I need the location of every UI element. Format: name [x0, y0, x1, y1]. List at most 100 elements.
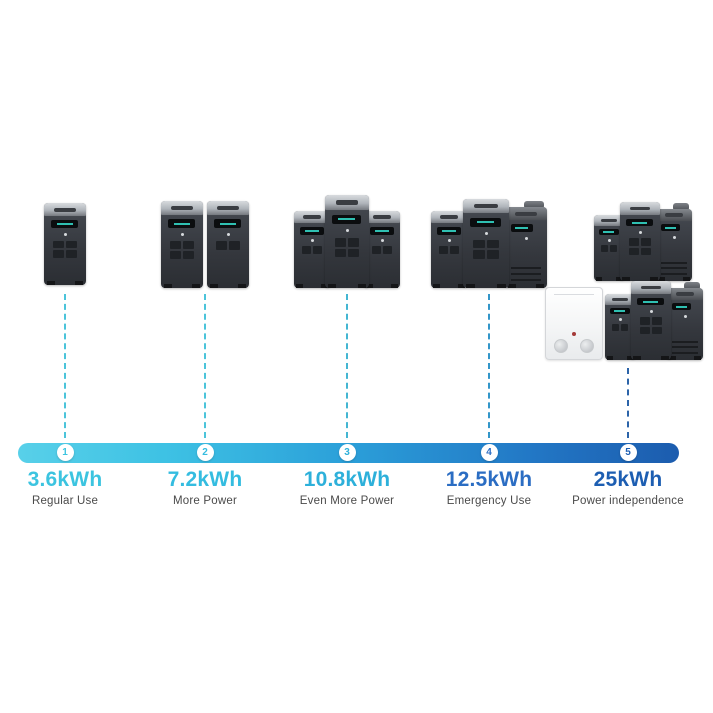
decorative-detail	[348, 237, 360, 247]
decorative-detail	[335, 200, 359, 205]
use-case-label: Regular Use	[31, 495, 99, 507]
feet	[46, 281, 84, 285]
decorative-detail	[320, 284, 328, 288]
lcd-screen	[598, 228, 619, 236]
decorative-detail	[163, 284, 172, 288]
decorative-detail	[507, 284, 516, 288]
decorative-detail	[664, 226, 676, 229]
decorative-detail	[438, 246, 448, 255]
portable-power-station	[463, 199, 509, 288]
step-marker-1: 1	[56, 444, 74, 461]
exhaust-vents	[661, 262, 687, 275]
feet	[296, 284, 328, 288]
extra-battery-unit	[431, 211, 467, 288]
decorative-detail	[338, 218, 355, 221]
carry-handle	[656, 209, 692, 221]
step-marker-2: 2	[196, 444, 214, 461]
step-number: 4	[486, 447, 492, 458]
dashed-connector-4	[488, 294, 490, 438]
decorative-detail	[649, 277, 658, 281]
carry-handle	[431, 211, 467, 224]
carry-handle	[594, 215, 624, 226]
decorative-detail	[46, 281, 55, 285]
decorative-detail	[170, 251, 181, 260]
output-ports	[216, 241, 240, 250]
decorative-detail	[595, 277, 602, 281]
carry-handle	[44, 203, 86, 217]
decorative-detail	[639, 326, 650, 334]
decorative-detail	[642, 300, 659, 303]
decorative-detail	[601, 218, 617, 222]
carry-handle	[364, 211, 400, 224]
decorative-detail	[497, 284, 507, 288]
carry-handle	[463, 199, 509, 214]
outlet-knob	[554, 339, 569, 354]
output-ports	[473, 239, 499, 259]
decorative-detail	[675, 305, 687, 308]
fuel-cap	[524, 201, 544, 209]
decorative-detail	[238, 284, 247, 288]
decorative-detail	[383, 246, 393, 255]
lcd-screen	[470, 217, 501, 227]
decorative-detail	[366, 284, 374, 288]
decorative-detail	[371, 246, 381, 255]
power-button	[484, 231, 488, 235]
step-number: 3	[344, 447, 350, 458]
decorative-detail	[441, 230, 456, 232]
use-case-label: More Power	[173, 495, 237, 507]
lcd-screen	[510, 224, 533, 233]
output-ports	[371, 246, 393, 255]
decorative-detail	[641, 247, 652, 255]
decorative-detail	[652, 317, 663, 325]
decorative-detail	[487, 250, 499, 259]
feet	[622, 277, 658, 281]
decorative-detail	[515, 227, 529, 230]
decorative-detail	[219, 222, 236, 225]
power-button	[607, 239, 611, 243]
outlet-knob	[579, 339, 594, 354]
step-marker-3: 3	[338, 444, 356, 461]
decorative-detail	[334, 248, 346, 258]
decorative-detail	[621, 324, 629, 331]
lcd-screen	[661, 224, 680, 232]
decorative-detail	[474, 204, 498, 209]
product-group-2	[161, 201, 249, 288]
decorative-detail	[465, 284, 475, 288]
carry-handle	[667, 288, 703, 300]
decorative-detail	[374, 230, 389, 232]
decorative-detail	[348, 248, 360, 258]
carry-handle	[207, 201, 249, 215]
power-button	[226, 233, 230, 237]
decorative-detail	[229, 241, 240, 250]
step-number: 5	[625, 447, 631, 458]
decorative-detail	[515, 211, 537, 216]
decorative-detail	[600, 245, 608, 252]
decorative-detail	[672, 351, 698, 354]
use-case-label: Emergency Use	[446, 495, 532, 507]
lcd-screen	[637, 297, 664, 306]
decorative-detail	[661, 262, 687, 265]
carry-handle	[325, 195, 369, 210]
decorative-detail	[390, 284, 398, 288]
decorative-detail	[672, 341, 698, 344]
lcd-screen	[672, 303, 691, 311]
extra-battery-unit	[605, 294, 635, 360]
decorative-detail	[304, 230, 319, 232]
carry-handle	[161, 201, 203, 215]
decorative-detail	[661, 272, 687, 275]
feet	[658, 277, 690, 281]
step-marker-5: 5	[619, 444, 637, 461]
extra-battery-unit	[207, 201, 249, 288]
step-number: 1	[62, 447, 68, 458]
decorative-detail	[628, 238, 639, 246]
decorative-detail	[433, 284, 441, 288]
product-group-5-row1	[594, 202, 692, 281]
output-ports	[53, 240, 77, 258]
exhaust-vents	[672, 341, 698, 354]
fuel-cap	[683, 282, 701, 290]
output-ports	[170, 241, 194, 260]
power-button	[524, 236, 528, 240]
